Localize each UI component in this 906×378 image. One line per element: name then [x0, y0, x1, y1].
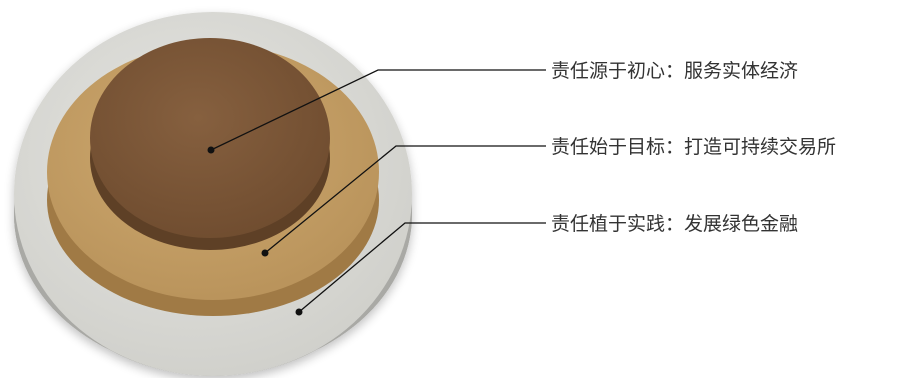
layer-label-2: 责任始于目标：打造可持续交易所 — [551, 136, 836, 158]
leader-line-1 — [207, 69, 546, 154]
inner-layer-disc — [90, 38, 330, 250]
leader-line-3-path — [298, 222, 546, 313]
leader-dot-3 — [295, 308, 303, 316]
leader-dot-1 — [207, 146, 215, 154]
layer-label-1: 责任源于初心：服务实体经济 — [551, 60, 798, 82]
leader-dot-2 — [261, 249, 269, 257]
inner-layer-top — [90, 38, 330, 238]
leader-line-3 — [295, 222, 546, 316]
layer-label-3: 责任植于实践：发展绿色金融 — [551, 213, 798, 235]
leader-line-2-path — [264, 145, 546, 254]
leader-line-1-path — [210, 69, 546, 151]
leader-line-2 — [261, 145, 546, 257]
